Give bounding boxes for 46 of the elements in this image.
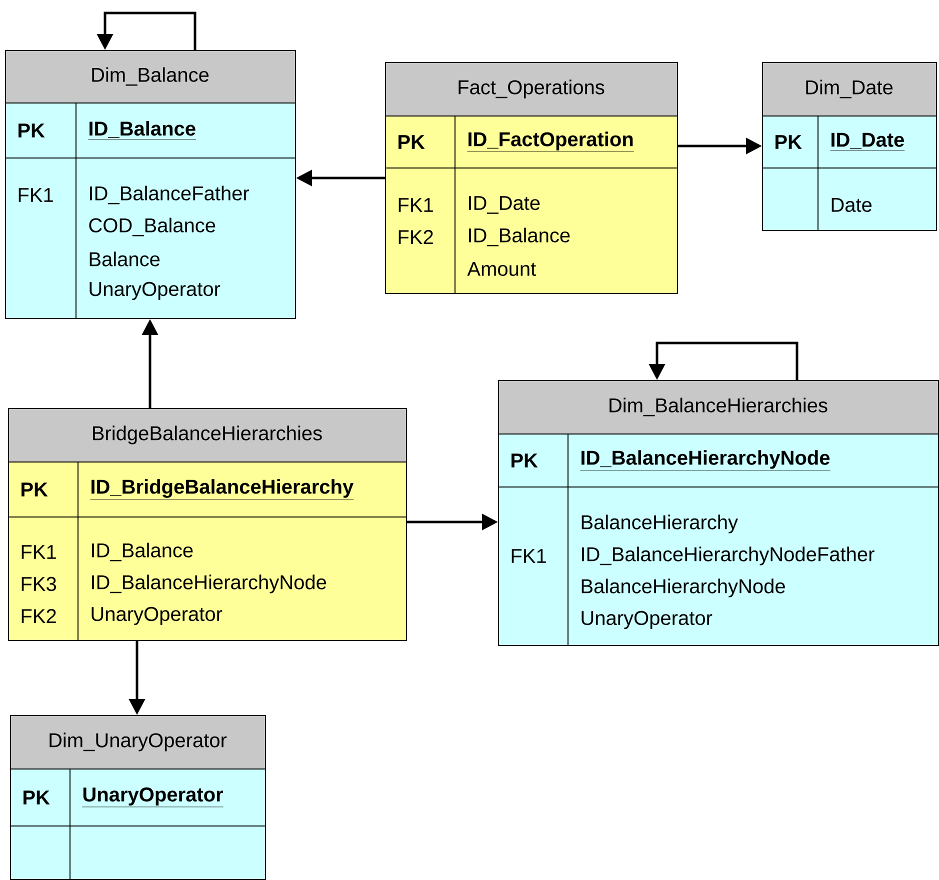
field-name: ID_BalanceHierarchyNodeFather: [582, 546, 874, 566]
table: [762, 62, 937, 231]
primary-key: ID_Balance: [88, 121, 196, 140]
primary-key: ID_FactOperation: [467, 132, 634, 152]
field-name: Date: [832, 198, 872, 212]
key-label: PK: [18, 124, 45, 138]
field-name: ID_Date: [469, 196, 540, 214]
field-name: COD_Balance: [89, 218, 216, 236]
field-name: Amount: [467, 262, 536, 276]
key-label: FK1: [18, 188, 53, 202]
table-title: Dim_BalanceHierarchies: [610, 398, 828, 416]
table: [498, 380, 939, 646]
key-label: FK2: [22, 609, 56, 623]
table-title: Dim_Balance: [92, 67, 209, 86]
table: [4, 50, 296, 319]
field-name: ID_Balance: [469, 228, 570, 246]
field-name: ID_BalanceHierarchyNode: [92, 574, 326, 594]
field-name: ID_BalanceFather: [90, 186, 250, 204]
key-label: PK: [22, 482, 48, 496]
key-label: FK1: [512, 549, 546, 563]
table-title: BridgeBalanceHierarchies: [93, 426, 322, 444]
field-name: UnaryOperator: [90, 282, 220, 300]
table: [8, 408, 407, 641]
key-label: FK2: [398, 230, 433, 244]
primary-key: ID_BridgeBalanceHierarchy: [90, 479, 354, 500]
table: [10, 714, 266, 880]
field-name: BalanceHierarchy: [582, 514, 738, 534]
field-name: Balance: [90, 252, 160, 266]
primary-key: UnaryOperator: [82, 787, 224, 808]
key-label: FK3: [22, 576, 56, 592]
table: [384, 62, 678, 294]
field-name: BalanceHierarchyNode: [582, 578, 785, 598]
key-label: PK: [512, 454, 538, 468]
table-title: Dim_UnaryOperator: [50, 732, 227, 752]
primary-key: ID_BalanceHierarchyNode: [580, 450, 830, 470]
field-name: ID_Balance: [92, 542, 193, 562]
key-label: FK1: [398, 198, 433, 212]
key-label: PK: [24, 790, 50, 804]
key-label: FK1: [22, 545, 56, 559]
table-title: Dim_Date: [806, 80, 893, 98]
key-label: PK: [776, 135, 802, 149]
key-label: PK: [398, 135, 425, 149]
primary-key: ID_Date: [830, 132, 905, 151]
field-name: UnaryOperator: [92, 606, 222, 626]
table-title: Fact_Operations: [458, 80, 604, 98]
field-name: UnaryOperator: [582, 610, 712, 630]
